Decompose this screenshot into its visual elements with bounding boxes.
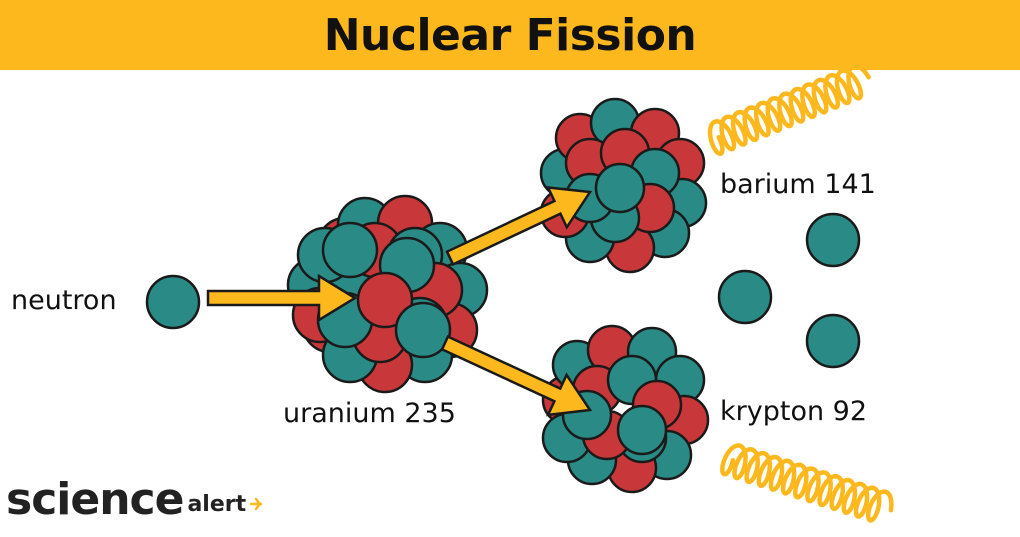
label-barium-141: barium 141 xyxy=(720,169,876,200)
barium-141-nucleus xyxy=(539,97,708,274)
krypton-92-nucleus xyxy=(541,324,710,494)
released-neutron xyxy=(717,269,773,325)
nuclei xyxy=(286,97,710,494)
arrow-uranium-to-barium xyxy=(445,185,593,266)
diagram-title: Nuclear Fission xyxy=(323,9,697,61)
arrow-neutron-to-uranium xyxy=(206,273,358,323)
logo-burst-icon xyxy=(249,497,263,511)
logo-wordmark-sub: alert xyxy=(187,492,247,517)
released-neutron xyxy=(805,212,861,268)
sciencealert-logo: science alert xyxy=(6,478,264,522)
free-neutrons xyxy=(145,212,861,369)
title-banner: Nuclear Fission xyxy=(0,0,1020,70)
proton xyxy=(356,271,414,329)
gamma-ray-wave-upper xyxy=(707,63,871,156)
label-uranium-235: uranium 235 xyxy=(283,398,456,429)
gamma-ray-waves xyxy=(707,63,894,523)
neutron-particle xyxy=(321,221,379,279)
neutron-particle xyxy=(594,162,646,214)
neutron-particle xyxy=(394,301,452,359)
logo-wordmark-main: science xyxy=(6,474,184,525)
neutron-particle xyxy=(616,404,668,456)
arrows xyxy=(206,185,593,417)
arrow-uranium-to-krypton xyxy=(440,334,593,417)
gamma-ray-wave-lower xyxy=(720,443,894,523)
label-neutron: neutron xyxy=(11,285,117,316)
label-krypton-92: krypton 92 xyxy=(720,396,868,427)
incoming-neutron xyxy=(145,274,201,330)
released-neutron xyxy=(805,313,861,369)
